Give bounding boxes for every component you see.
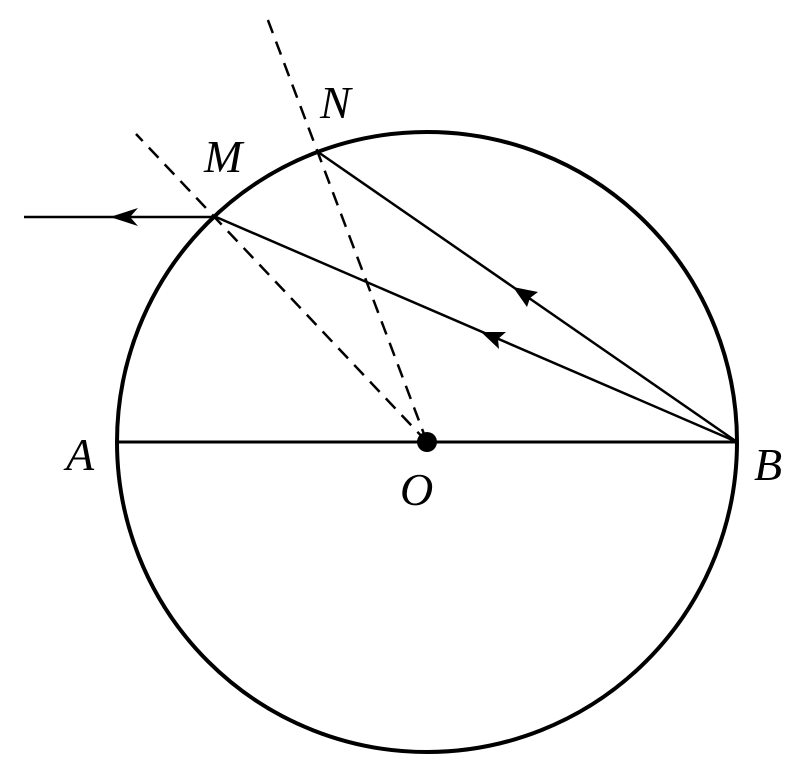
label-n: N	[319, 77, 353, 128]
normal-line-on	[264, 14, 429, 443]
label-b: B	[754, 439, 782, 490]
label-m: M	[203, 131, 245, 182]
ray-b-to-m	[215, 215, 738, 444]
arrow-ray-bm	[481, 332, 506, 349]
normal-line-om	[135, 133, 428, 443]
arrow-outgoing	[110, 208, 138, 226]
label-o: O	[400, 464, 433, 515]
label-a: A	[63, 429, 95, 480]
arrow-ray-bn	[513, 287, 538, 307]
center-point-o	[417, 432, 437, 452]
